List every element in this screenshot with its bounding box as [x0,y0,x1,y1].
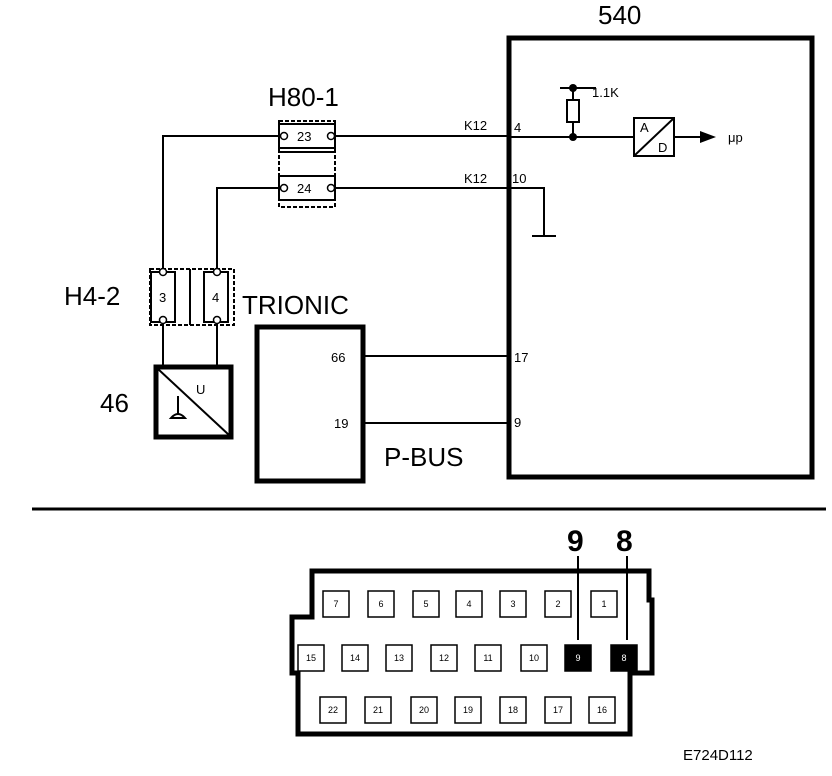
cavity-label-8: 8 [621,653,626,663]
cavity-22 [319,696,347,724]
h4-pin-3: 3 [159,290,166,305]
cavity-10 [520,644,548,672]
callout-9: 9 [567,525,584,558]
cavity-3 [499,590,527,618]
cavity-label-16: 16 [597,705,607,715]
trionic-label: TRIONIC [242,290,349,320]
resistor-value: 1.1K [592,85,619,100]
cavity-label-11: 11 [483,653,492,663]
cavity-label-3: 3 [510,599,515,609]
cavity-label-18: 18 [508,705,518,715]
ad-label-d: D [658,140,667,155]
cavity-label-2: 2 [555,599,560,609]
h4-connector [149,267,235,326]
cavity-18 [499,696,527,724]
cavity-1 [590,590,618,618]
h80-pin-23: 23 [297,129,311,144]
cavity-label-6: 6 [378,599,383,609]
cavity-17 [544,696,572,724]
ecu-540-box [506,35,815,480]
cavity-20 [410,696,438,724]
cavity-7 [322,590,350,618]
cavity-label-17: 17 [553,705,563,715]
cavity-9 [564,644,592,672]
wire-color-k12-b: K12 [464,171,487,186]
cavity-6 [367,590,395,618]
sensor-46 [153,364,234,440]
h80-label: H80-1 [268,82,339,112]
h4-pin-4: 4 [212,290,219,305]
cavity-label-1: 1 [601,599,606,609]
pbus-label: P-BUS [384,442,463,472]
cavity-14 [341,644,369,672]
cavity-label-21: 21 [373,705,383,715]
wire-24-to-h4 [216,187,279,269]
trionic-pin-66: 66 [331,350,345,365]
ecu-pin-9: 9 [514,415,521,430]
figure-id: E724D112 [683,747,753,764]
ecu-ground-line [509,187,545,236]
ecu-540-label: 540 [598,0,641,30]
trionic-pin-19: 19 [334,416,348,431]
pullup-resistor [560,84,596,141]
h4-label: H4-2 [64,281,120,311]
cavity-8 [610,644,638,672]
wire-color-k12-a: K12 [464,118,487,133]
ad-converter [633,117,716,157]
cavity-label-5: 5 [423,599,428,609]
cavity-label-14: 14 [350,653,360,663]
cavity-label-12: 12 [439,653,449,663]
ecu-pin-17: 17 [514,350,528,365]
cavity-label-4: 4 [466,599,471,609]
cavity-label-15: 15 [306,653,316,663]
cavity-label-22: 22 [328,705,338,715]
cavity-12 [430,644,458,672]
cavity-label-10: 10 [529,653,539,663]
ecu-pin-4: 4 [514,120,521,135]
cavity-13 [385,644,413,672]
cavity-label-13: 13 [394,653,404,663]
microprocessor-label: μp [728,130,743,145]
connector-housing [289,568,655,737]
cavity-label-7: 7 [333,599,338,609]
cavity-5 [412,590,440,618]
cavity-label-9: 9 [575,653,580,663]
cavity-19 [454,696,482,724]
cavity-label-19: 19 [463,705,473,715]
trionic-box [254,324,366,484]
sensor-46-label: 46 [100,388,129,418]
cavity-21 [364,696,392,724]
wire-23-to-h4 [162,135,279,269]
ecu-pin-10: 10 [512,171,526,186]
cavity-label-20: 20 [419,705,429,715]
ad-label-a: A [640,120,649,135]
cavity-4 [455,590,483,618]
sensor-u-label: U [196,382,205,397]
cavity-2 [544,590,572,618]
cavity-11 [474,644,502,672]
cavity-16 [588,696,616,724]
cavity-15 [297,644,325,672]
h80-pin-24: 24 [297,181,311,196]
callout-8: 8 [616,525,633,558]
